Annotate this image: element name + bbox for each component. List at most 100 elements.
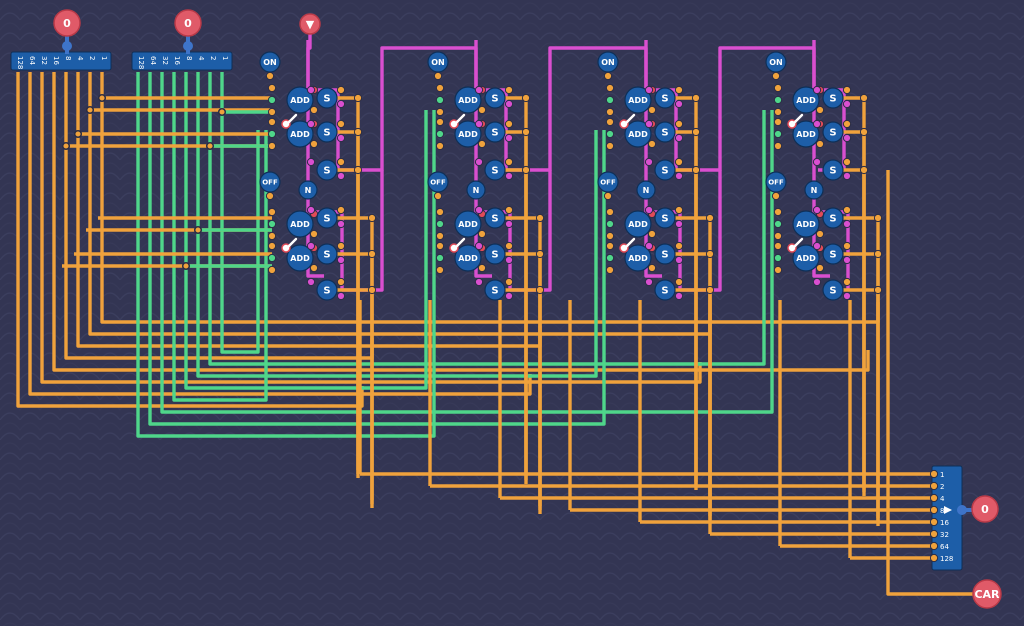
bus-bit-label: 128	[16, 56, 24, 69]
on-constant[interactable]: ON	[427, 51, 449, 73]
pin	[773, 207, 783, 217]
sum-gate[interactable]: S	[316, 121, 338, 143]
pin	[336, 255, 346, 265]
sum-gate-body	[822, 279, 844, 301]
sum-gate[interactable]: S	[484, 121, 506, 143]
sum-gate[interactable]: S	[654, 207, 676, 229]
pin	[267, 265, 277, 275]
sum-gate-label: S	[323, 128, 330, 139]
sum-gate[interactable]: S	[822, 207, 844, 229]
sum-gate[interactable]: S	[654, 87, 676, 109]
sum-gate-label: S	[829, 250, 836, 261]
pin	[477, 229, 487, 239]
pin	[603, 191, 613, 201]
pin	[771, 71, 781, 81]
pin	[504, 85, 514, 95]
wire-junction	[61, 141, 71, 151]
toggle-switch-icon	[281, 237, 298, 253]
sum-gate[interactable]: S	[484, 87, 506, 109]
add-gate[interactable]: ADD	[792, 120, 820, 148]
add-gate-body	[454, 120, 482, 148]
off-constant-label: OFF	[768, 179, 784, 187]
pin	[773, 141, 783, 151]
not-gate[interactable]: N	[466, 180, 486, 200]
bus-bit-label: 8	[64, 56, 72, 60]
sum-gate-label: S	[829, 214, 836, 225]
pin	[435, 253, 445, 263]
sum-gate[interactable]: S	[484, 207, 506, 229]
off-constant[interactable]: OFF	[427, 171, 449, 193]
add-gate[interactable]: ADD	[286, 120, 314, 148]
sum-gate[interactable]: S	[654, 121, 676, 143]
sum-gate[interactable]: S	[654, 243, 676, 265]
off-constant[interactable]: OFF	[597, 171, 619, 193]
sum-gate[interactable]: S	[822, 87, 844, 109]
not-gate[interactable]: N	[298, 180, 318, 200]
add-gate[interactable]: ADD	[286, 210, 314, 238]
add-gate[interactable]: ADD	[454, 120, 482, 148]
pin	[812, 205, 822, 215]
bus-connector-dot	[183, 41, 193, 51]
add-gate[interactable]: ADD	[454, 86, 482, 114]
pin	[336, 157, 346, 167]
add-gate[interactable]: ADD	[792, 244, 820, 272]
sum-gate[interactable]: S	[822, 159, 844, 181]
on-constant[interactable]: ON	[765, 51, 787, 73]
sum-gate-body	[316, 207, 338, 229]
sum-gate[interactable]: S	[316, 279, 338, 301]
not-gate[interactable]: N	[636, 180, 656, 200]
add-gate[interactable]: ADD	[624, 244, 652, 272]
off-constant[interactable]: OFF	[765, 171, 787, 193]
add-gate[interactable]: ADD	[624, 86, 652, 114]
sum-gate[interactable]: S	[316, 159, 338, 181]
toggle-switch-icon	[449, 237, 466, 253]
not-gate-label: N	[811, 186, 818, 195]
add-gate-label: ADD	[628, 254, 648, 263]
sum-gate[interactable]: S	[822, 279, 844, 301]
add-gate-body	[286, 244, 314, 272]
not-gate[interactable]: N	[804, 180, 824, 200]
pin	[674, 119, 684, 129]
sum-gate[interactable]: S	[484, 279, 506, 301]
sum-gate[interactable]: S	[484, 243, 506, 265]
sum-gate-body	[822, 243, 844, 265]
bus-bit-label: 4	[197, 56, 205, 61]
pin	[859, 165, 869, 175]
sum-gate[interactable]: S	[822, 243, 844, 265]
add-gate[interactable]: ADD	[454, 210, 482, 238]
add-gate[interactable]: ADD	[286, 86, 314, 114]
on-constant-label: ON	[601, 58, 615, 67]
add-gate[interactable]: ADD	[454, 244, 482, 272]
on-constant-label: ON	[769, 58, 783, 67]
carry-wire	[644, 40, 662, 278]
sum-gate[interactable]: S	[654, 279, 676, 301]
pin	[605, 107, 615, 117]
pin	[859, 93, 869, 103]
pin	[674, 85, 684, 95]
switch-lever	[625, 113, 636, 124]
on-constant[interactable]: ON	[259, 51, 281, 73]
add-gate[interactable]: ADD	[792, 210, 820, 238]
sum-gate[interactable]: S	[484, 159, 506, 181]
bus-a-splitter-body	[10, 51, 112, 71]
off-constant[interactable]: OFF	[259, 171, 281, 193]
add-gate[interactable]: ADD	[624, 120, 652, 148]
add-gate[interactable]: ADD	[286, 244, 314, 272]
sum-gate[interactable]: S	[316, 87, 338, 109]
add-gate[interactable]: ADD	[792, 86, 820, 114]
pin	[267, 253, 277, 263]
add-gate[interactable]: ADD	[624, 210, 652, 238]
pin	[674, 277, 684, 287]
add-gate-body	[286, 86, 314, 114]
sum-gate[interactable]: S	[654, 159, 676, 181]
wire-junction	[73, 129, 83, 139]
output-bit-label: 1	[940, 471, 944, 479]
sum-gate[interactable]: S	[316, 243, 338, 265]
sum-gate[interactable]: S	[822, 121, 844, 143]
on-constant[interactable]: ON	[597, 51, 619, 73]
output-bit-label: 4	[940, 495, 945, 503]
bus-b-wire	[148, 72, 606, 426]
bus-bit-label: 128	[137, 56, 145, 69]
sum-gate[interactable]: S	[316, 207, 338, 229]
